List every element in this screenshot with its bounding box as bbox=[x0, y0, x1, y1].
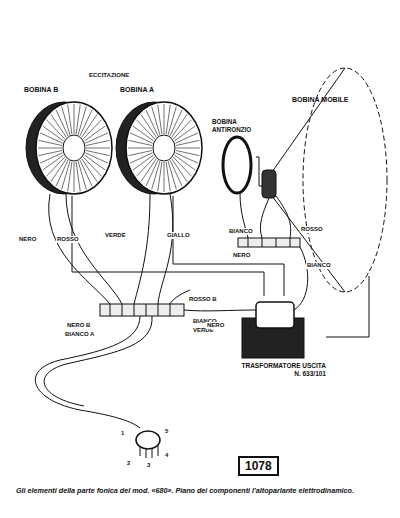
coil-winding bbox=[173, 120, 191, 139]
wire-connector bbox=[72, 196, 264, 296]
part-label: BOBINA A bbox=[120, 86, 206, 94]
wire-label: BIANCO bbox=[306, 262, 332, 269]
wire-connector bbox=[256, 157, 262, 186]
wire-label: ROSSO B bbox=[188, 296, 218, 303]
coil-winding bbox=[83, 120, 101, 139]
wire-label: ROSSO bbox=[300, 226, 324, 233]
pin-number: 3 bbox=[146, 462, 151, 469]
wire bbox=[49, 194, 190, 304]
terminal-strip bbox=[238, 238, 300, 247]
coil-winding bbox=[166, 162, 170, 192]
wire-label: VERDE bbox=[104, 232, 127, 239]
hum-coil: BOBINA ANTIRONZIO bbox=[212, 118, 256, 196]
pin-number: 2 bbox=[126, 460, 131, 467]
part-label: BOBINA B bbox=[24, 86, 120, 94]
wire-connector bbox=[326, 276, 369, 337]
field-coil: BOBINA A bbox=[120, 86, 206, 196]
part-label: BOBINA MOBILE bbox=[262, 96, 396, 104]
pin-number: 4 bbox=[164, 452, 169, 459]
figure-number: 1078 bbox=[245, 459, 272, 473]
coil-winding bbox=[176, 140, 200, 145]
coil-winding bbox=[39, 150, 63, 155]
coil-winding bbox=[86, 148, 110, 149]
wire-label: NERO bbox=[18, 236, 37, 243]
coil-winding bbox=[68, 105, 72, 135]
hum-ring bbox=[223, 137, 251, 193]
pin-number: 5 bbox=[164, 428, 169, 435]
coil-face bbox=[36, 102, 112, 194]
wire-label: NERO bbox=[232, 252, 251, 259]
wire-label: NERO B bbox=[66, 322, 91, 329]
figure-number-box: 1078 bbox=[238, 456, 279, 476]
wire-label: GIALLO bbox=[166, 232, 191, 239]
wire bbox=[184, 247, 308, 311]
coil-winding bbox=[128, 148, 152, 149]
part-label: BOBINA ANTIRONZIO bbox=[212, 118, 256, 134]
coil-winding bbox=[38, 148, 62, 149]
plug-pins bbox=[140, 446, 158, 458]
part-label: N. 633/101 bbox=[226, 370, 326, 378]
field-coil: BOBINA B bbox=[24, 86, 120, 196]
wire-label: BIANCO A bbox=[64, 331, 95, 338]
coil-winding bbox=[82, 159, 97, 182]
coil-winding bbox=[158, 105, 162, 135]
transformer-coil bbox=[256, 302, 294, 328]
coil-winding bbox=[46, 157, 64, 176]
terminal-strip bbox=[100, 304, 184, 316]
speaker: BOBINA MOBILE bbox=[262, 96, 396, 276]
coil-winding bbox=[86, 140, 110, 145]
wire-label: BIANCO bbox=[228, 228, 254, 235]
coil-winding bbox=[164, 104, 165, 134]
coil-winding bbox=[176, 148, 200, 149]
coil-winding bbox=[74, 104, 75, 134]
part-label: TRASFORMATORE USCITA bbox=[226, 362, 326, 370]
strip-screws bbox=[248, 238, 290, 247]
pin-number: 1 bbox=[120, 430, 125, 437]
coil-winding bbox=[74, 162, 75, 192]
coil-winding bbox=[141, 114, 156, 137]
wire-label: ROSSO bbox=[56, 236, 80, 243]
coil-core bbox=[153, 135, 175, 161]
wire-connector bbox=[173, 196, 284, 296]
coil-winding bbox=[76, 162, 80, 192]
coil-winding bbox=[129, 150, 153, 155]
wire-label: NERO bbox=[206, 322, 225, 329]
coil-face bbox=[126, 102, 202, 194]
cable bbox=[35, 316, 152, 428]
strip-screws bbox=[110, 304, 170, 316]
coil-winding bbox=[136, 157, 154, 176]
coil-core bbox=[63, 135, 85, 161]
coil-winding bbox=[164, 162, 165, 192]
group-label: ECCITAZIONE bbox=[88, 72, 130, 79]
coil-winding bbox=[51, 114, 66, 137]
coil-winding bbox=[172, 159, 187, 182]
output-transformer: TRASFORMATORE USCITAN. 633/101 bbox=[226, 296, 326, 378]
caption: Gli elementi della parte fonica del mod.… bbox=[16, 486, 388, 495]
voice-coil bbox=[262, 170, 276, 198]
